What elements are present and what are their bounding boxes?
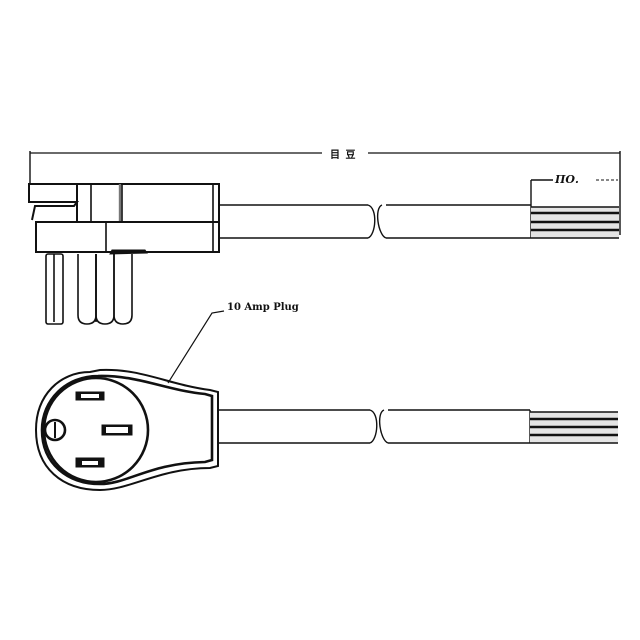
- slot-top-icon: [75, 391, 105, 401]
- side-view-cord: [219, 204, 531, 239]
- side-view-wires: [531, 206, 619, 239]
- ground-pin-icon: [43, 418, 67, 442]
- front-view-wires: [530, 411, 618, 444]
- plug-callout-label: 10 Amp Plug: [227, 302, 299, 313]
- strip-length-label: ПО.: [555, 173, 579, 186]
- overall-length-dimension: [29, 151, 621, 235]
- front-view-plug: [34, 368, 219, 492]
- slot-right-icon: [101, 424, 133, 436]
- side-view-plug: [28, 183, 220, 325]
- plug-callout-leader: [167, 310, 225, 384]
- overall-length-label: 目 豆: [330, 150, 357, 161]
- front-view-cord: [218, 409, 531, 444]
- slot-bottom-icon: [75, 457, 105, 468]
